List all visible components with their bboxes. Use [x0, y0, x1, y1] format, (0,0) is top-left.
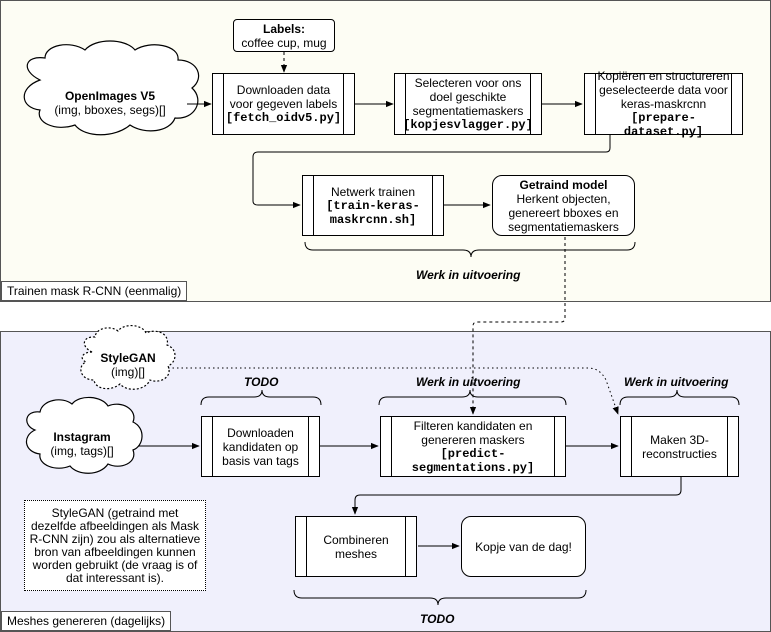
instagram-title: Instagram [53, 430, 111, 444]
wip-filter-brace [378, 389, 567, 406]
filter-candidates-text: Filteren kandidaten en genereren maskers [413, 418, 533, 447]
stylegan-cloud-shape [80, 325, 176, 390]
mug-of-the-day-text: Kopje van de dag! [475, 539, 572, 554]
trained-model-title: Getraind model [519, 177, 608, 192]
openimages-cloud-shape [23, 40, 200, 136]
wip-reconstruct-brace [619, 389, 740, 406]
wip-training-label: Werk in uitvoering [416, 268, 521, 282]
download-data-script: [fetch_oidv5.py] [225, 111, 342, 125]
openimages-source: OpenImages V5 (img, bboxes, segs)[] [30, 82, 190, 124]
copy-data-text: Kopiëren en structureren geselecteerde d… [597, 69, 730, 111]
select-masks-script: [kopjesvlagger.py] [403, 118, 533, 132]
openimages-title: OpenImages V5 [64, 89, 156, 103]
wip-reconstruct-label: Werk in uitvoering [624, 375, 729, 389]
instagram-sub: (img, tags)[] [50, 444, 114, 458]
download-candidates-text: Downloaden kandidaten op basis van tags [222, 425, 299, 468]
training-group-label: Trainen mask R-CNN (eenmalig) [1, 281, 188, 301]
download-data-text: Downloaden data voor gegeven labels [229, 83, 338, 111]
instagram-source: Instagram (img, tags)[] [30, 426, 134, 462]
wip-filter-label: Werk in uitvoering [416, 375, 521, 389]
copy-data-script: [prepare-dataset.py] [623, 111, 704, 139]
mug-of-the-day-box: Kopje van de dag! [461, 516, 586, 577]
wip-training-brace [304, 241, 636, 258]
select-masks-process: Selecteren voor ons doel geschikte segme… [394, 73, 542, 135]
stylegan-note: StyleGAN (getraind met dezelfde afbeeldi… [24, 500, 206, 591]
model-to-filter-arrow [469, 237, 566, 415]
todo-download-brace [200, 389, 322, 406]
filter-candidates-script: [predict-segmentations.py] [411, 446, 535, 475]
instagram-cloud-shape [26, 396, 143, 474]
labels-title: Labels: [262, 21, 305, 36]
labels-values: coffee cup, mug [241, 35, 327, 50]
todo-combine-label: TODO [420, 612, 455, 626]
reconstruct-3d-text: Maken 3D-reconstructies [642, 432, 717, 461]
filter-candidates-process: Filteren kandidaten en genereren maskers… [380, 416, 566, 477]
meshes-group-label: Meshes genereren (dagelijks) [1, 611, 172, 631]
copy-to-train-arrow [252, 135, 611, 209]
openimages-sub: (img, bboxes, segs)[] [54, 103, 166, 117]
download-data-process: Downloaden data voor gegeven labels [fet… [212, 73, 355, 135]
todo-download-label: TODO [244, 375, 279, 389]
copy-data-process: Kopiëren en structureren geselecteerde d… [584, 69, 743, 139]
train-network-text: Netwerk trainen [330, 184, 416, 199]
reconstruct-to-combine-arrow [351, 477, 682, 515]
train-network-script: [train-keras-maskrcnn.sh] [326, 198, 420, 227]
download-candidates-process: Downloaden kandidaten op basis van tags [201, 416, 320, 477]
combine-meshes-text: Combineren meshes [323, 532, 389, 561]
select-masks-text: Selecteren voor ons doel geschikte segme… [412, 76, 524, 118]
trained-model-box: Getraind model Herkent objecten, generee… [492, 175, 635, 236]
reconstruct-3d-process: Maken 3D-reconstructies [620, 416, 739, 477]
stylegan-note-text: StyleGAN (getraind met dezelfde afbeeldi… [29, 505, 201, 585]
stylegan-to-reconstruct-arrow [168, 367, 619, 415]
stylegan-source: StyleGAN (img)[] [88, 348, 168, 382]
train-network-process: Netwerk trainen [train-keras-maskrcnn.sh… [302, 175, 444, 236]
stylegan-sub: (img)[] [111, 365, 145, 379]
todo-combine-brace [293, 589, 587, 606]
labels-box: Labels: coffee cup, mug [233, 19, 335, 52]
stylegan-title: StyleGAN [100, 351, 156, 365]
trained-model-text: Herkent objecten, genereert bboxes en se… [508, 191, 619, 234]
combine-meshes-process: Combineren meshes [295, 516, 417, 577]
